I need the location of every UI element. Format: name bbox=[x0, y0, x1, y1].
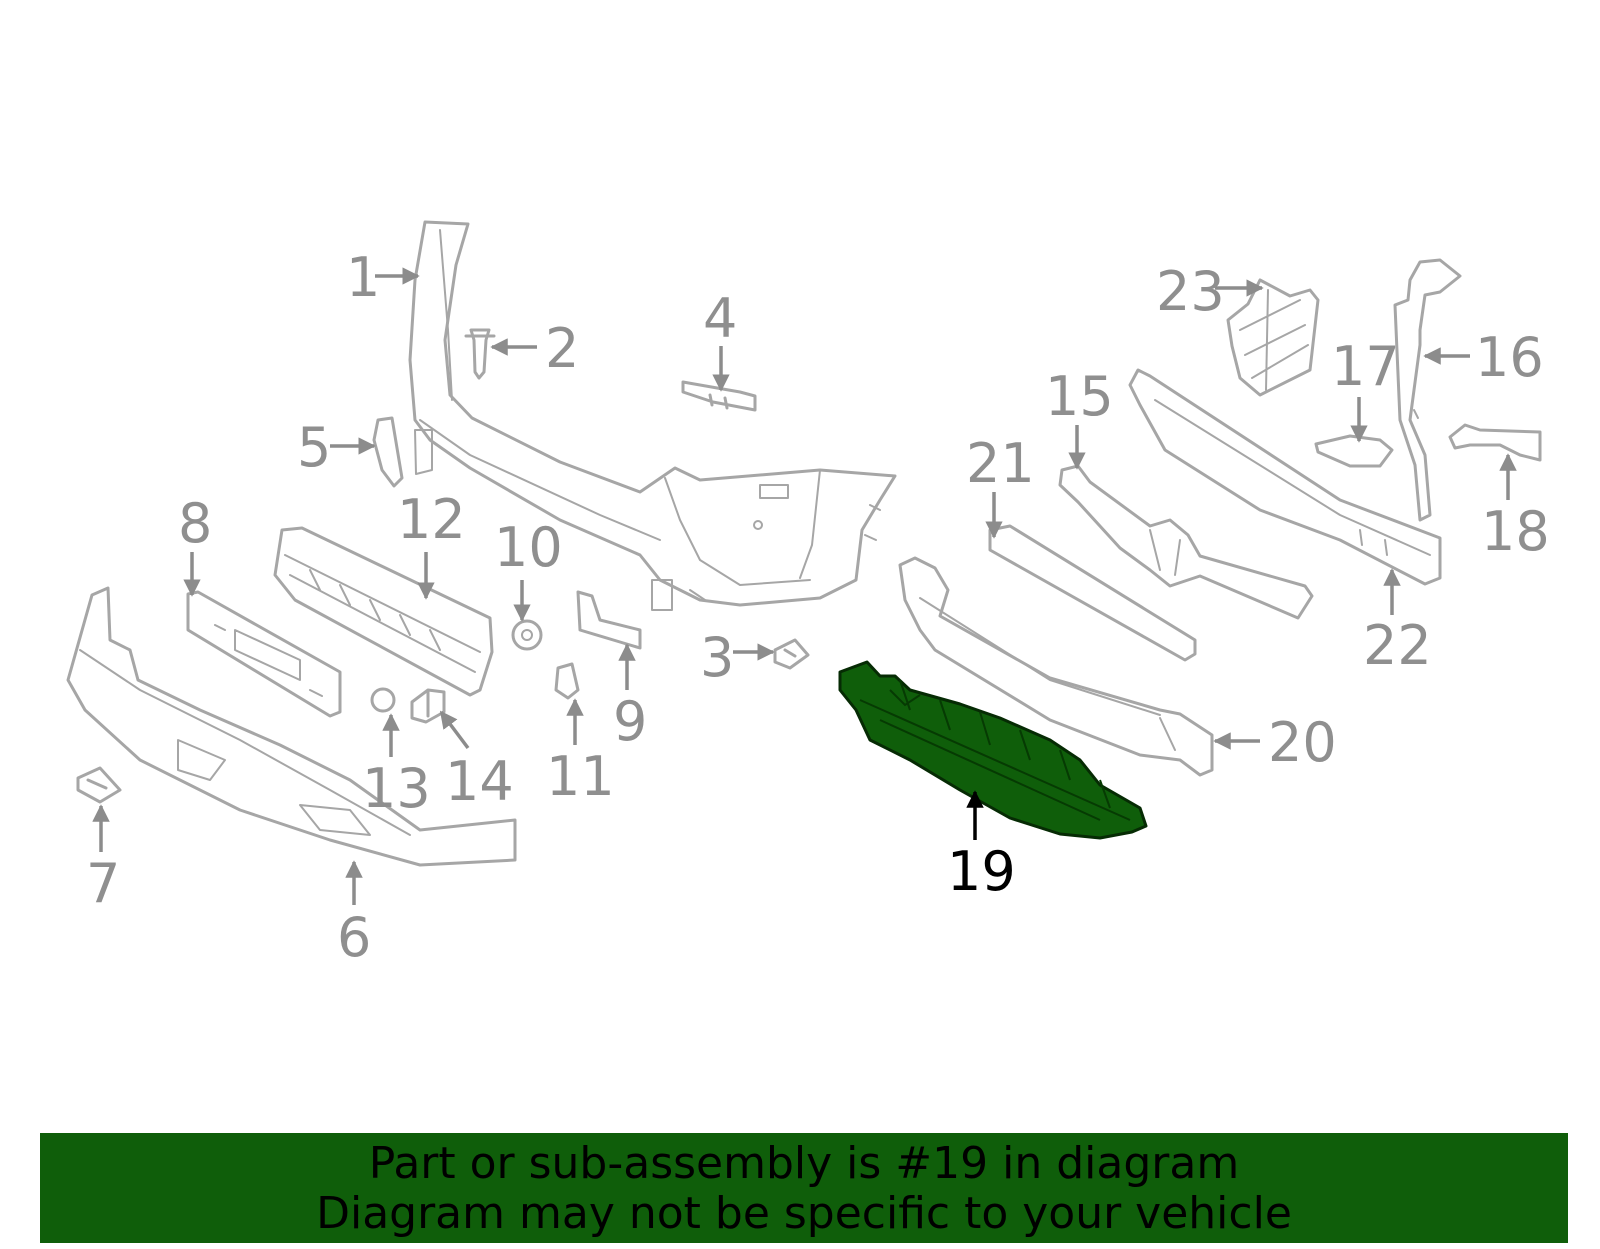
callout-17: 17 bbox=[1331, 335, 1400, 398]
part-19-splash-shield-highlighted bbox=[838, 660, 1148, 840]
part-14-block bbox=[410, 688, 446, 724]
part-10-grommet bbox=[511, 619, 543, 651]
part-23-bracket-assembly bbox=[1226, 278, 1320, 397]
callout-1: 1 bbox=[346, 246, 380, 309]
callout-10: 10 bbox=[494, 516, 563, 579]
callout-18: 18 bbox=[1481, 500, 1550, 563]
callout-3: 3 bbox=[700, 626, 734, 689]
part-5-seal bbox=[372, 416, 404, 488]
part-3-clip bbox=[773, 638, 810, 670]
part-9-bracket bbox=[576, 590, 642, 650]
part-2-push-pin bbox=[464, 328, 496, 380]
callout-12: 12 bbox=[397, 488, 466, 551]
part-1-bumper-cover bbox=[408, 220, 897, 611]
callout-7: 7 bbox=[86, 852, 120, 915]
callout-13: 13 bbox=[362, 757, 431, 820]
callout-20: 20 bbox=[1268, 711, 1337, 774]
parts-diagram: 1 2 3 4 5 6 7 8 9 10 11 12 13 14 15 16 1… bbox=[66, 220, 1550, 969]
part-13-grommet bbox=[370, 687, 396, 713]
part-17-bracket bbox=[1314, 434, 1394, 468]
callout-4: 4 bbox=[703, 287, 737, 350]
callout-11: 11 bbox=[546, 745, 615, 808]
info-banner: Part or sub-assembly is #19 in diagram D… bbox=[40, 1133, 1568, 1243]
part-21-foam-absorber bbox=[988, 524, 1197, 662]
callout-5: 5 bbox=[297, 416, 331, 479]
callout-8: 8 bbox=[178, 492, 212, 555]
callout-labels: 1 2 3 4 5 6 7 8 9 10 11 12 13 14 15 16 1… bbox=[86, 246, 1550, 969]
callout-2: 2 bbox=[545, 317, 579, 380]
callout-19: 19 bbox=[947, 840, 1016, 903]
callout-arrows bbox=[92, 267, 1517, 905]
callout-23: 23 bbox=[1156, 260, 1225, 323]
part-15-reinforcement bbox=[1058, 464, 1314, 620]
callout-21: 21 bbox=[966, 432, 1035, 495]
part-16-side-bracket bbox=[1393, 258, 1462, 522]
callout-14: 14 bbox=[445, 750, 514, 813]
callout-16: 16 bbox=[1475, 326, 1544, 389]
part-18-bracket bbox=[1448, 423, 1542, 462]
part-20-energy-absorber bbox=[898, 556, 1214, 777]
callout-6: 6 bbox=[337, 906, 371, 969]
part-11-clip bbox=[554, 662, 580, 700]
callout-9: 9 bbox=[613, 690, 647, 753]
part-4-bracket bbox=[681, 380, 757, 412]
banner-line-2: Diagram may not be specific to your vehi… bbox=[316, 1188, 1292, 1239]
part-7-clip bbox=[76, 766, 122, 804]
banner-line-1: Part or sub-assembly is #19 in diagram bbox=[368, 1138, 1240, 1189]
callout-22: 22 bbox=[1363, 614, 1432, 677]
part-6-lower-valance bbox=[66, 586, 517, 867]
part-12-grille-support bbox=[273, 526, 494, 697]
part-22-beam bbox=[1128, 368, 1442, 586]
callout-15: 15 bbox=[1045, 365, 1114, 428]
